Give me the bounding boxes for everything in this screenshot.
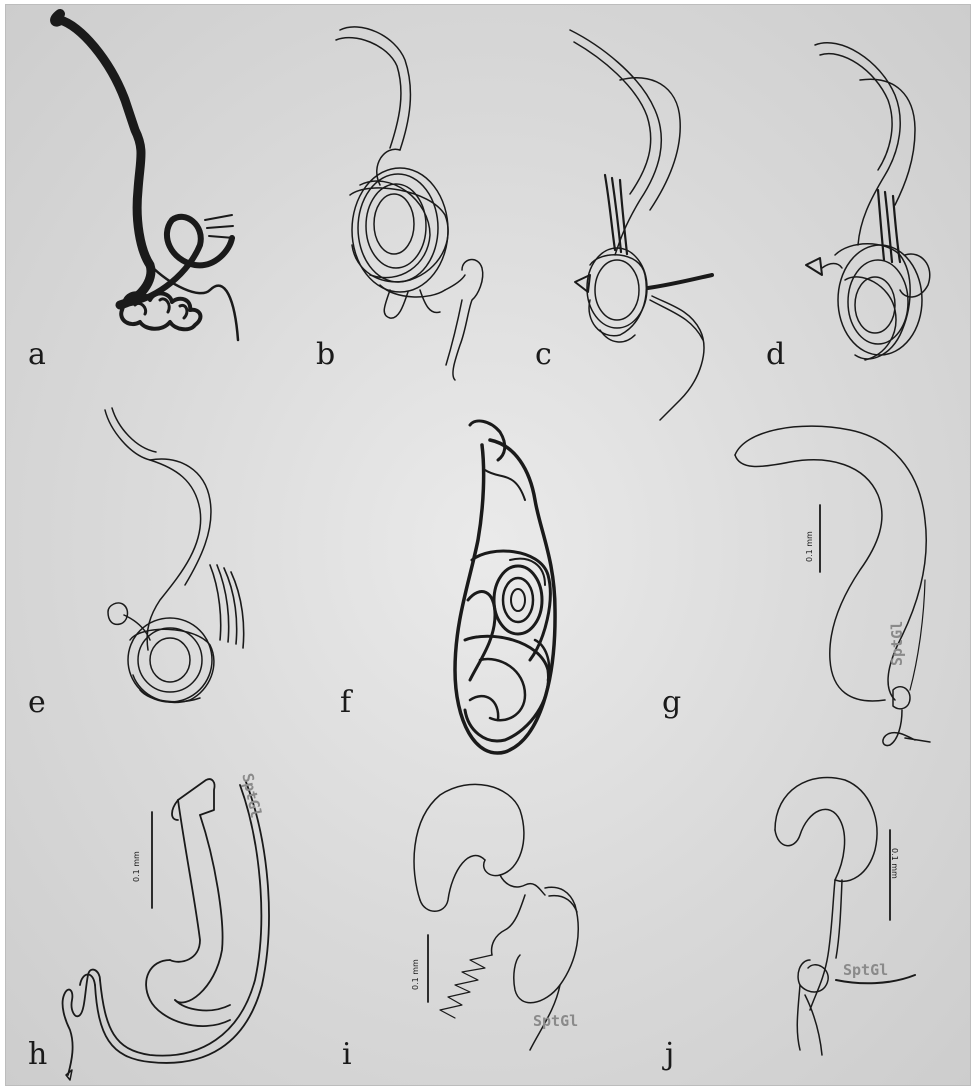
gland-label-j: SptGl bbox=[843, 963, 888, 978]
drawing-d bbox=[806, 43, 930, 360]
gland-label-i: SptGl bbox=[533, 1014, 578, 1029]
scale-bar-label-j: 0.1 mm bbox=[890, 848, 898, 879]
drawing-i bbox=[414, 784, 578, 1050]
panel-label-b: b bbox=[316, 340, 335, 370]
panel-label-d: d bbox=[766, 340, 785, 370]
panel-label-f: f bbox=[340, 688, 351, 718]
drawing-j bbox=[775, 777, 915, 1055]
panel-label-a: a bbox=[28, 340, 46, 370]
drawing-b bbox=[336, 27, 483, 380]
panel-label-h: h bbox=[28, 1040, 47, 1070]
panel-label-e: e bbox=[28, 688, 46, 718]
drawing-h bbox=[63, 779, 269, 1080]
scale-bar-label-h: 0.1 mm bbox=[133, 851, 141, 882]
panel-label-j: j bbox=[665, 1040, 674, 1070]
panel-label-i: i bbox=[342, 1040, 352, 1070]
panel-label-c: c bbox=[535, 340, 552, 370]
drawing-f bbox=[455, 421, 555, 753]
gland-label-g: SptGl bbox=[890, 621, 905, 666]
drawing-g bbox=[735, 426, 930, 745]
drawing-c bbox=[570, 30, 712, 420]
drawing-e bbox=[105, 408, 244, 702]
panel-label-g: g bbox=[662, 688, 681, 718]
drawing-a bbox=[55, 14, 238, 340]
scale-bar-label-i: 0.1 mm bbox=[412, 959, 420, 990]
scale-bar-label-g: 0.1 mm bbox=[806, 531, 814, 562]
